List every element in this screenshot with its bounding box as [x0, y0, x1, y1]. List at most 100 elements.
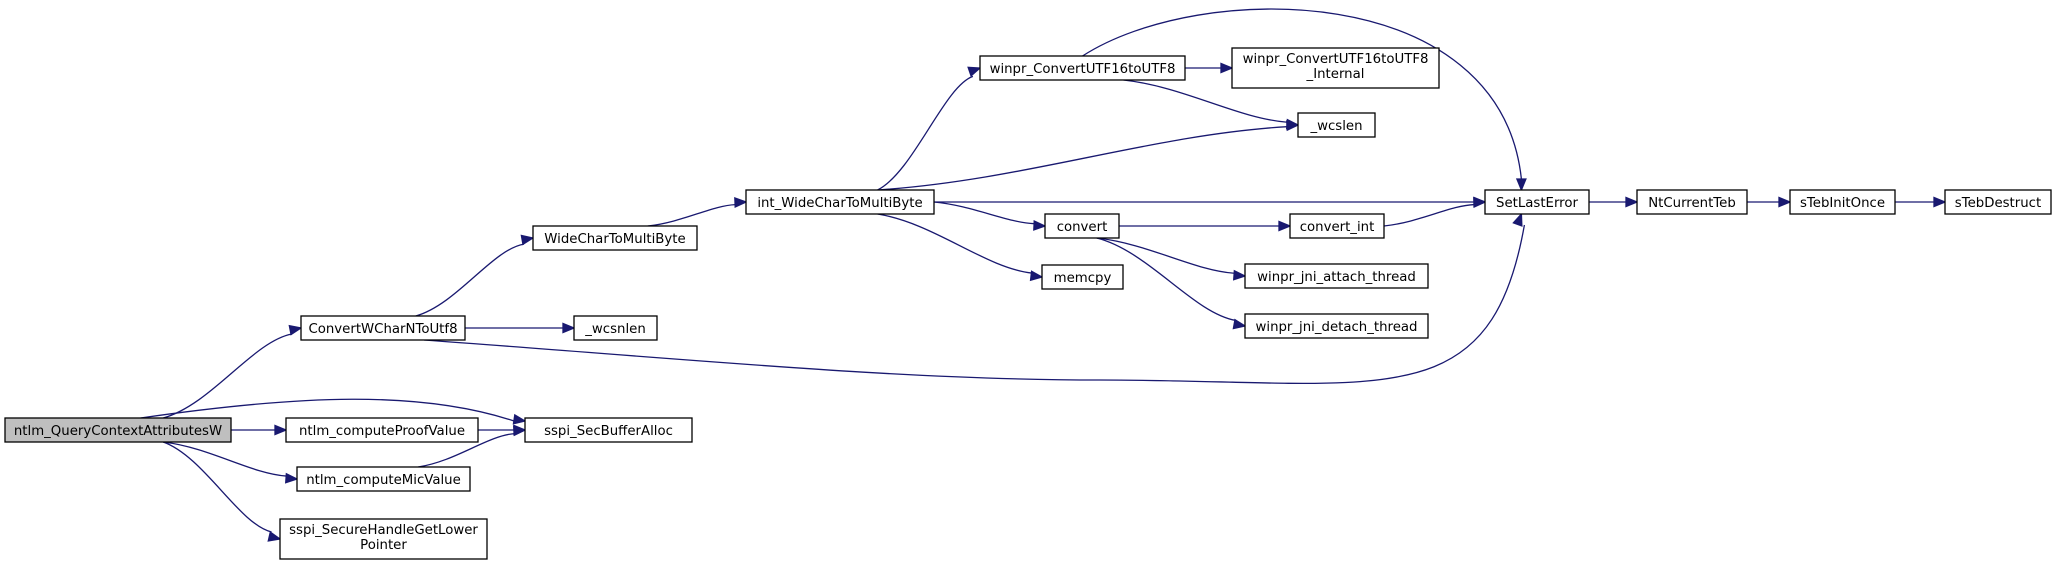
node-convert[interactable]: convert [1044, 213, 1120, 239]
node-setlast[interactable]: SetLastError [1484, 189, 1590, 215]
edge-arrowhead [284, 472, 299, 484]
edge-arrowhead [520, 234, 535, 246]
nodes: ntlm_QueryContextAttributesW ConvertWChar… [4, 47, 2052, 560]
edge-iwctmb-wcslen [877, 120, 1300, 191]
node-box [4, 417, 232, 443]
node-label: Pointer [360, 538, 407, 553]
node-box [285, 417, 479, 443]
edge-arrowhead [288, 324, 303, 336]
node-box [1636, 189, 1748, 215]
edge-iwctmb-setlast [934, 196, 1487, 208]
node-label: _wcsnlen [584, 322, 646, 337]
edge-ntteb-stinit [1746, 196, 1792, 208]
node-iwctmb[interactable]: int_WideCharToMultiByte [745, 189, 935, 215]
node-wcu[interactable]: winpr_ConvertUTF16toUTF8 [979, 55, 1186, 81]
edge-arrowhead [1232, 269, 1247, 281]
node-label: int_WideCharToMultiByte [757, 196, 922, 211]
edge-arrowhead [1778, 196, 1792, 208]
edge-setlast-ntteb [1588, 196, 1639, 208]
node-label: winpr_ConvertUTF16toUTF8 [990, 62, 1176, 77]
node-cwnu[interactable]: ConvertWCharNToUtf8 [300, 315, 466, 341]
node-wcslen[interactable]: _wcslen [1297, 112, 1376, 138]
edges [140, 8, 1947, 542]
node-label: convert [1057, 220, 1108, 235]
node-label: memcpy [1054, 271, 1112, 286]
edge-iwctmb-convert [933, 201, 1047, 231]
node-ntteb[interactable]: NtCurrentTeb [1636, 189, 1748, 215]
node-stdest[interactable]: sTebDestruct [1944, 189, 2052, 215]
node-box [1244, 263, 1429, 289]
edge-root-cwnu [163, 324, 303, 419]
edge-arrowhead [267, 531, 282, 542]
node-convint[interactable]: convert_int [1289, 213, 1385, 239]
edge-wctmb-iwctmb [647, 197, 748, 227]
node-secbuf[interactable]: sspi_SecBufferAlloc [524, 417, 693, 443]
node-label: sspi_SecBufferAlloc [544, 424, 673, 439]
node-box [1484, 189, 1590, 215]
node-root[interactable]: ntlm_QueryContextAttributesW [4, 417, 232, 443]
node-box [979, 55, 1186, 81]
node-stinit[interactable]: sTebInitOnce [1789, 189, 1896, 215]
node-mic[interactable]: ntlm_computeMicValue [296, 466, 471, 492]
node-detach[interactable]: winpr_jni_detach_thread [1244, 313, 1429, 339]
node-wctmb[interactable]: WideCharToMultiByte [532, 225, 698, 251]
edge-line [1082, 8, 1523, 180]
edge-line [647, 203, 736, 227]
node-memcpy[interactable]: memcpy [1041, 264, 1124, 290]
edge-arrowhead [734, 197, 748, 208]
edge-root-secbuf [140, 398, 527, 425]
node-label: _Internal [1306, 67, 1365, 82]
edge-cwnu-wcsnlen [465, 322, 576, 334]
node-box [573, 315, 658, 341]
edge-iwctmb-memcpy [877, 213, 1044, 282]
node-box [745, 189, 935, 215]
edge-convert-detach [1096, 237, 1247, 330]
edge-arrowhead [512, 425, 527, 437]
node-label: ntlm_computeProofValue [299, 424, 465, 439]
edge-arrowhead [1473, 197, 1487, 208]
edge-cwnu-wctmb [415, 234, 535, 317]
node-box [1944, 189, 2052, 215]
edge-arrowhead [512, 413, 527, 425]
edge-line [877, 213, 1032, 274]
node-box [300, 315, 466, 341]
node-wcui[interactable]: winpr_ConvertUTF16toUTF8_Internal [1231, 47, 1440, 89]
edge-convert-convint [1119, 220, 1292, 232]
edge-wcu-wcui [1185, 62, 1234, 74]
node-proof[interactable]: ntlm_computeProofValue [285, 417, 479, 443]
node-box [1231, 47, 1440, 89]
node-wcsnlen[interactable]: _wcsnlen [573, 315, 658, 341]
edge-arrowhead [1220, 62, 1234, 74]
edge-wcu-wcslen [1123, 79, 1300, 130]
edge-line [877, 75, 974, 191]
node-box [1041, 264, 1124, 290]
node-label: ntlm_QueryContextAttributesW [14, 424, 222, 439]
node-label: NtCurrentTeb [1648, 196, 1736, 211]
edge-line [1096, 237, 1236, 322]
edge-convert-attach [1096, 237, 1247, 281]
node-box [1289, 213, 1385, 239]
node-label: ConvertWCharNToUtf8 [308, 322, 457, 337]
edge-line [162, 441, 272, 533]
edge-root-mic [163, 441, 299, 484]
node-box [532, 225, 698, 251]
edge-line [163, 333, 292, 419]
edge-convint-setlast [1383, 197, 1487, 227]
edge-cwnu-setlast [423, 212, 1526, 385]
node-attach[interactable]: winpr_jni_attach_thread [1244, 263, 1429, 289]
edge-arrowhead [1933, 196, 1947, 208]
edge-line [140, 398, 515, 422]
edge-arrowhead [1029, 270, 1044, 282]
edge-mic-secbuf [418, 425, 527, 468]
edge-arrowhead [1232, 318, 1247, 330]
edge-line [415, 243, 524, 317]
edge-line [1383, 203, 1475, 227]
node-label: winpr_ConvertUTF16toUTF8 [1243, 52, 1429, 67]
node-box [1297, 112, 1376, 138]
node-label: winpr_jni_attach_thread [1257, 270, 1416, 285]
edge-arrowhead [967, 66, 982, 77]
edge-arrowhead [1512, 212, 1523, 227]
edge-line [877, 126, 1288, 191]
